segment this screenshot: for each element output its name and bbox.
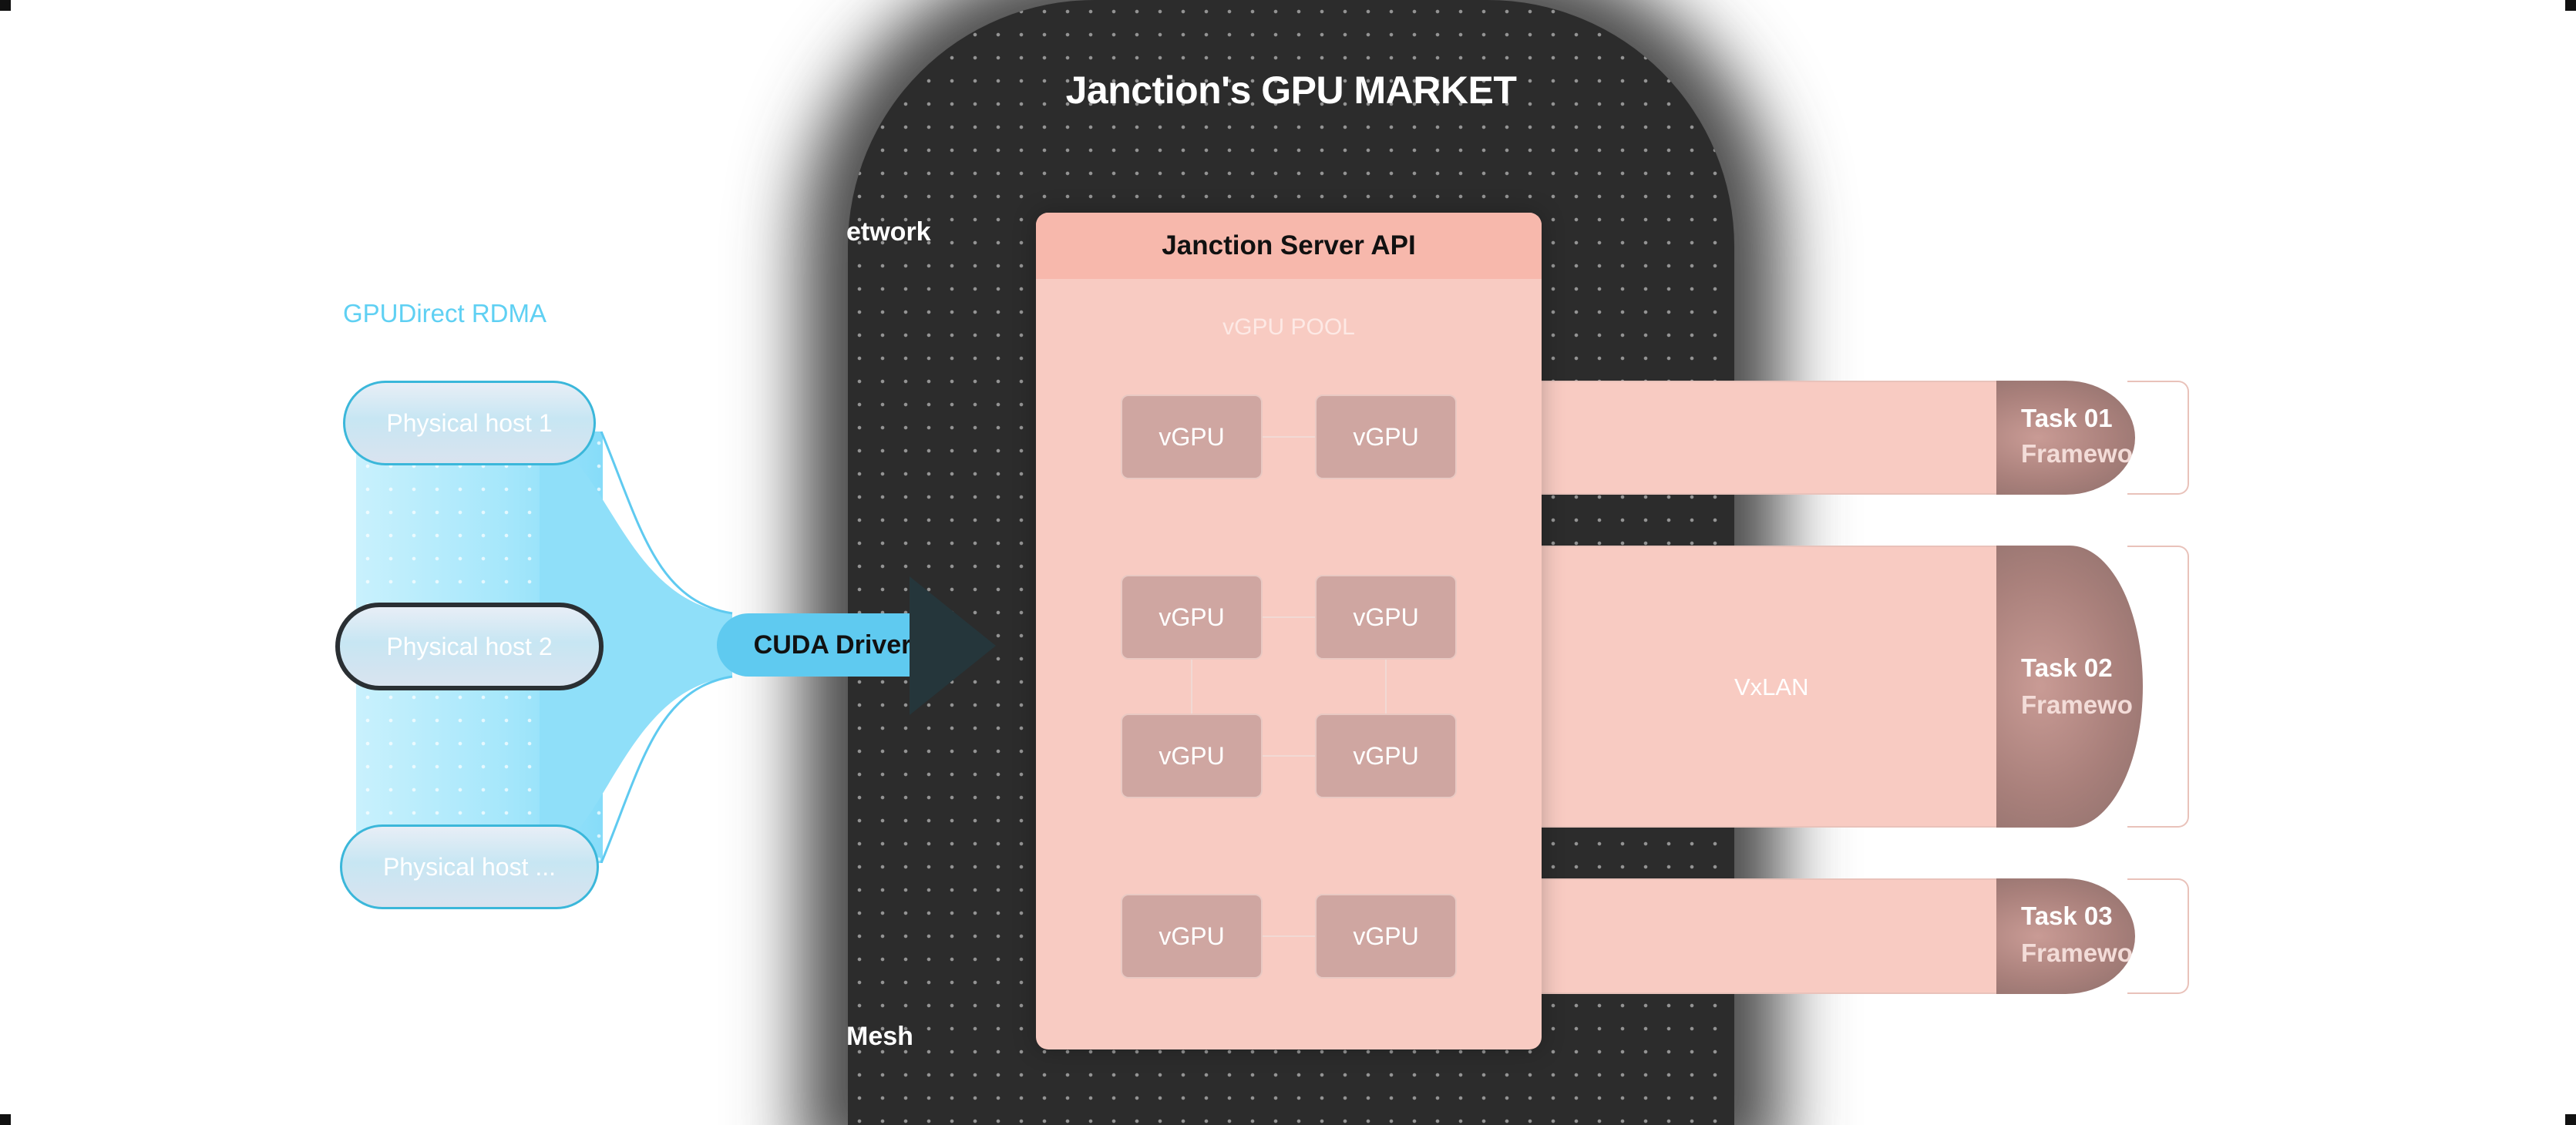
vgpu-label: vGPU: [1353, 422, 1419, 451]
vgpu-pool-label: vGPU POOL: [1222, 314, 1355, 340]
vgpu-label: vGPU: [1159, 922, 1225, 950]
vgpu-node[interactable]: vGPU: [1121, 714, 1263, 798]
vgpu-link: [1191, 641, 1192, 727]
vgpu-label: vGPU: [1353, 922, 1419, 950]
corner-mark-top-right: [2565, 0, 2576, 11]
vgpu-node[interactable]: vGPU: [1315, 714, 1457, 798]
mesh-label: Mesh: [846, 1022, 913, 1051]
task-02-node[interactable]: Task 02 Framewo: [1996, 546, 2143, 828]
task-lane-1: [1534, 381, 1996, 495]
network-label: etwork: [846, 217, 931, 247]
vgpu-label: vGPU: [1159, 603, 1225, 631]
task-03-title: Task 03: [2021, 902, 2113, 930]
task-01-subtitle: Framewo: [2021, 439, 2133, 468]
vgpu-link: [1246, 616, 1332, 618]
task-lane-1-end: [2127, 381, 2189, 495]
vgpu-label: vGPU: [1159, 741, 1225, 770]
vgpu-link: [1246, 755, 1332, 757]
vgpu-label: vGPU: [1159, 422, 1225, 451]
task-02-subtitle: Framewo: [2021, 690, 2133, 719]
task-lane-3: [1534, 878, 1996, 994]
task-lane-2-end: [2127, 546, 2189, 828]
vgpu-node[interactable]: vGPU: [1121, 575, 1263, 660]
corner-mark-bottom-left: [0, 1114, 11, 1125]
task-03-subtitle: Framewo: [2021, 939, 2133, 967]
connector-curve-top: [600, 432, 733, 615]
vxlan-label: VxLAN: [1734, 673, 1809, 700]
vgpu-node[interactable]: vGPU: [1315, 575, 1457, 660]
physical-host-more[interactable]: Physical host ...: [340, 824, 599, 909]
vgpu-label: vGPU: [1353, 741, 1419, 770]
vgpu-label: vGPU: [1353, 603, 1419, 631]
corner-mark-bottom-right: [2565, 1114, 2576, 1125]
janction-server-panel: Janction Server API vGPU POOL vGPU vGPU …: [1036, 213, 1542, 1049]
task-01-node[interactable]: Task 01 Framewo: [1996, 381, 2135, 495]
rdma-connector-curves: [540, 432, 733, 863]
host-label: Physical host 1: [386, 408, 553, 437]
vgpu-node[interactable]: vGPU: [1315, 395, 1457, 479]
host-label: Physical host ...: [382, 852, 557, 881]
physical-host-2[interactable]: Physical host 2: [335, 603, 604, 690]
connector-fan: [540, 432, 732, 863]
vgpu-link: [1246, 935, 1332, 937]
vgpu-link: [1385, 641, 1387, 727]
vgpu-node[interactable]: vGPU: [1315, 894, 1457, 979]
corner-mark-top-left: [0, 0, 11, 11]
market-title: Janction's GPU MARKET: [1065, 69, 1517, 112]
connector-curve-bottom: [600, 675, 733, 863]
vgpu-node[interactable]: vGPU: [1121, 894, 1263, 979]
host-label: Physical host 2: [386, 632, 553, 660]
task-lane-3-end: [2127, 878, 2189, 994]
task-01-title: Task 01: [2021, 404, 2113, 432]
vgpu-link: [1246, 436, 1332, 438]
physical-host-1[interactable]: Physical host 1: [343, 381, 596, 465]
task-03-node[interactable]: Task 03 Framewo: [1996, 878, 2135, 994]
vgpu-node[interactable]: vGPU: [1121, 395, 1263, 479]
arrow-right-icon: [910, 576, 996, 715]
server-api-header: Janction Server API: [1036, 213, 1542, 279]
task-lane-2: VxLAN: [1534, 546, 1996, 828]
cuda-driver-label: CUDA Driver: [753, 630, 912, 660]
gpudirect-rdma-label: GPUDirect RDMA: [343, 299, 547, 327]
task-02-title: Task 02: [2021, 653, 2113, 682]
